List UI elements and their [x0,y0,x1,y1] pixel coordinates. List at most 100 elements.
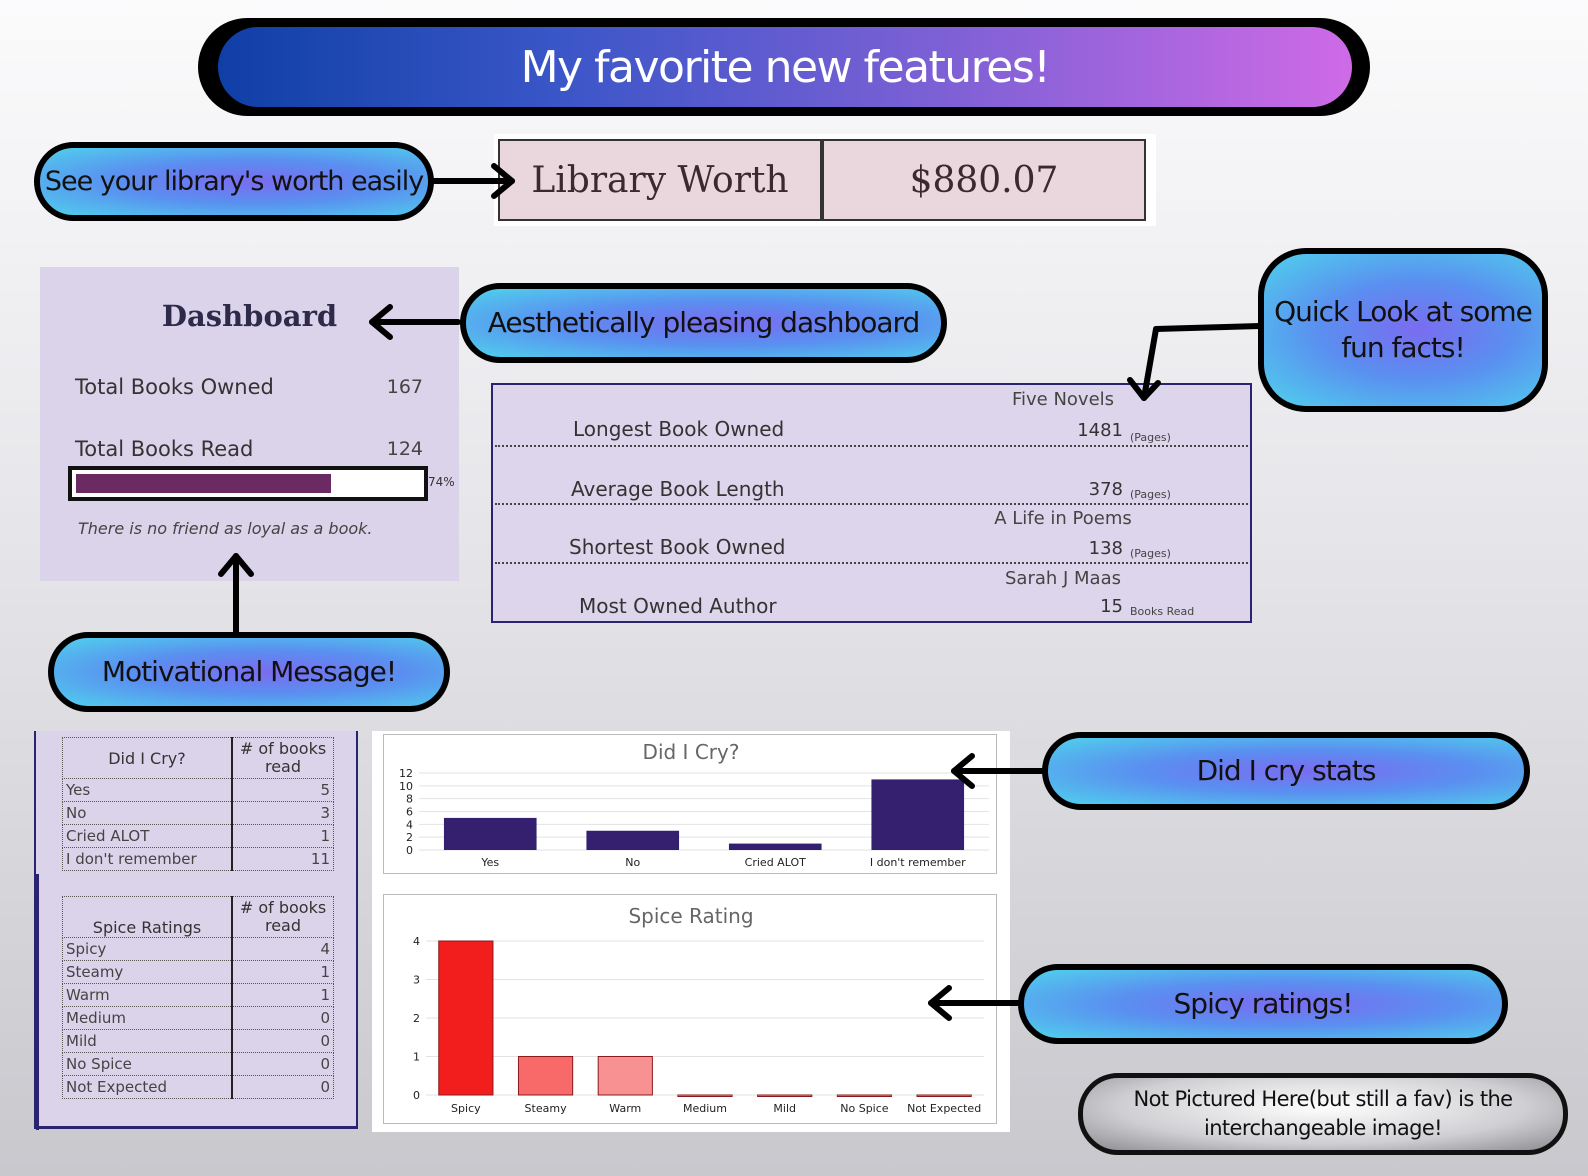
x-tick-label: No Spice [840,1102,889,1115]
tables-divider [36,874,39,1130]
y-tick-label: 3 [413,974,420,987]
fun-facts-panel: Five Novels Longest Book Owned 1481 (Pag… [491,383,1252,623]
table-cell-count: 1 [231,960,334,984]
x-tick-label: No [625,856,640,869]
table-cell-count: 1 [231,983,334,1007]
table-cell-label: No Spice [62,1052,233,1076]
table-cell-count: 0 [231,1029,334,1053]
table-cell-label: Spicy [62,937,233,961]
dashboard-panel: Dashboard Total Books Owned 167 Total Bo… [40,267,459,581]
y-tick-label: 8 [406,793,413,806]
read-progress-percent: 74% [428,475,455,489]
fact-divider [495,445,1248,447]
note-not-pictured: Not Pictured Here(but still a fav) is th… [1078,1073,1568,1155]
read-progress-fill [76,474,331,493]
table-cell-label: Not Expected [62,1075,233,1099]
dashboard-title: Dashboard [161,299,338,333]
motivational-quote: There is no friend as loyal as a book. [78,519,373,538]
total-books-read-value: 124 [386,438,423,460]
bar [586,830,680,850]
table-cell-count: 1 [231,824,334,848]
y-tick-label: 2 [406,831,413,844]
y-tick-label: 12 [399,767,413,780]
table-cell-count: 0 [231,1075,334,1099]
note-not-pictured-text: Not Pictured Here(but still a fav) is th… [1133,1086,1513,1140]
y-tick-label: 2 [413,1012,420,1025]
fact-divider [495,503,1248,505]
callout-library-worth-text: See your library's worth easily [44,165,424,197]
library-worth-label-cell: Library Worth [498,139,822,221]
bar [438,940,494,1096]
fact-shortest-unit: (Pages) [1130,547,1171,560]
title-banner: My favorite new features! [218,27,1352,107]
y-tick-label: 0 [406,844,413,857]
fact-shortest-value: 138 [1088,538,1123,559]
fact-shortest-label: Shortest Book Owned [569,535,786,559]
y-tick-label: 0 [413,1089,420,1102]
y-tick-label: 4 [413,935,420,948]
x-tick-label: I don't remember [870,856,966,869]
x-tick-label: Spicy [451,1102,481,1115]
y-tick-label: 4 [406,818,413,831]
callout-motivational-text: Motivational Message! [101,654,397,688]
table-cell-count: 3 [231,801,334,825]
table-cell-label: Yes [62,778,233,802]
bar [443,817,537,850]
fact-longest-label: Longest Book Owned [573,417,785,441]
table-cell-label: Medium [62,1006,233,1030]
x-tick-label: Yes [480,856,499,869]
total-books-owned-value: 167 [386,376,423,398]
callout-spice-ratings: Spicy ratings! [1018,964,1508,1044]
fact-shortest-sub: A Life in Poems [994,508,1132,529]
cry-header-label: Did I Cry? [62,737,233,779]
total-books-owned-label: Total Books Owned [75,375,274,399]
fact-author-sub: Sarah J Maas [1004,568,1121,589]
fact-divider [495,562,1248,564]
library-worth-value: $880.07 [909,159,1059,201]
table-cell-label: Mild [62,1029,233,1053]
fact-average-unit: (Pages) [1130,488,1171,501]
fact-author-label: Most Owned Author [579,594,777,618]
x-tick-label: Cried ALOT [745,856,806,869]
y-tick-label: 1 [413,1051,420,1064]
fact-longest-value: 1481 [1077,420,1123,441]
table-cell-count: 11 [231,847,334,871]
library-worth-value-cell: $880.07 [822,139,1146,221]
fact-longest-unit: (Pages) [1130,431,1171,444]
table-cell-label: No [62,801,233,825]
table-cell-count: 0 [231,1052,334,1076]
x-tick-label: Steamy [525,1102,568,1115]
fact-average-label: Average Book Length [571,477,785,501]
bar [677,1094,733,1097]
table-cell-label: I don't remember [62,847,233,871]
y-tick-label: 10 [399,780,413,793]
table-cell-count: 5 [231,778,334,802]
bar [517,1056,574,1096]
bar [728,843,822,850]
callout-fun-facts-text: Quick Look at some fun facts! [1274,294,1533,364]
x-tick-label: Not Expected [907,1102,981,1115]
spice-table-header: Spice Ratings # of books read [62,896,334,938]
bar [871,779,965,850]
bar [836,1094,893,1097]
library-worth-label: Library Worth [531,159,789,201]
read-progress-bar [68,466,428,501]
callout-dashboard-text: Aesthetically pleasing dashboard [487,305,921,339]
callout-cry-stats-text: Did I cry stats [1196,753,1377,787]
x-tick-label: Warm [609,1102,641,1115]
bar [757,1094,813,1097]
callout-library-worth: See your library's worth easily [34,142,434,221]
y-tick-label: 6 [406,806,413,819]
callout-motivational: Motivational Message! [48,632,450,712]
table-cell-count: 0 [231,1006,334,1030]
